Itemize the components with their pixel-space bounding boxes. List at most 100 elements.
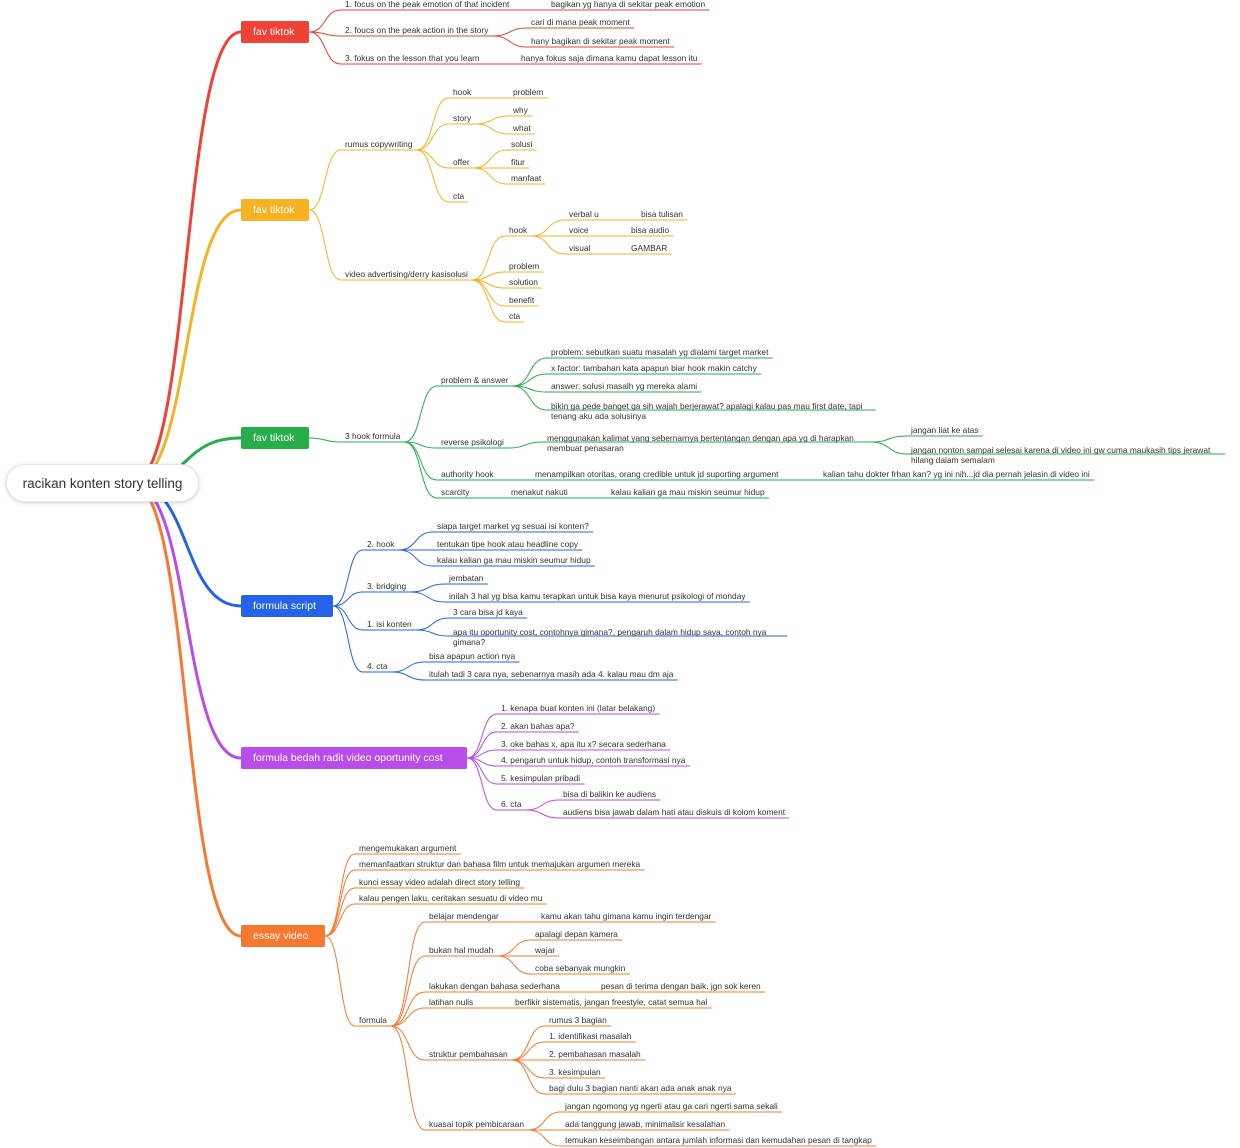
topic-node[interactable]: solution — [509, 277, 538, 287]
topic-node[interactable]: problem: sebutkan suatu masalah yg diala… — [551, 347, 769, 357]
topic-node[interactable]: mengemukakan argument — [359, 843, 457, 853]
topic-node[interactable]: offer — [453, 157, 470, 167]
topic-node[interactable]: solusi — [511, 139, 533, 149]
topic-node[interactable]: jangan ngomong yg ngerti atau ga cari ng… — [565, 1101, 778, 1111]
topic-node[interactable]: story — [453, 113, 472, 123]
topic-node[interactable]: 1. focus on the peak emotion of that inc… — [345, 0, 510, 9]
topic-node[interactable]: bagi dulu 3 bagian nanti akan ada anak a… — [549, 1083, 732, 1093]
root-node[interactable]: racikan konten story telling — [6, 464, 199, 502]
topic-node[interactable]: bisa tulisan — [641, 209, 683, 219]
topic-node[interactable]: inilah 3 hal yg bisa kamu terapkan untuk… — [449, 591, 746, 601]
topic-node[interactable]: bikin ga pede banget ga sih wajah berjer… — [551, 401, 863, 421]
topic-node[interactable]: kalau kalian ga mau miskin seumur hidup — [611, 487, 765, 497]
topic-node[interactable]: x factor: tambahan kata apapun biar hook… — [551, 363, 757, 373]
topic-node[interactable]: pesan di terima dengan baik, jgn sok ker… — [601, 981, 761, 991]
topic-node[interactable]: kalau pengen laku, ceritakan sesuatu di … — [359, 893, 543, 903]
topic-node[interactable]: memanfaatkan struktur dan bahasa film un… — [359, 859, 641, 869]
topic-node[interactable]: bisa apapun action nya — [429, 651, 516, 661]
topic-node[interactable]: jangan liat ke atas — [911, 425, 979, 435]
topic-node[interactable]: 2. foucs on the peak action in the story — [345, 25, 489, 35]
branch-node[interactable]: fav tiktok — [241, 427, 309, 449]
topic-node[interactable]: 3 cara bisa jd kaya — [453, 607, 523, 617]
topic-node[interactable]: what — [513, 123, 531, 133]
topic-node[interactable]: authority hook — [441, 469, 494, 479]
topic-node[interactable]: menggunakan kalimat yang sebernarnya ber… — [547, 433, 854, 453]
topic-node[interactable]: itulah tadi 3 cara nya, sebenarnya masih… — [429, 669, 674, 679]
topic-node[interactable]: cta — [509, 311, 521, 321]
topic-node[interactable]: kalau kalian ga mau miskin seumur hidup — [437, 555, 591, 565]
topic-node[interactable]: kamu akan tahu gimana kamu ingin terdeng… — [541, 911, 712, 921]
topic-node[interactable]: cta — [453, 191, 465, 201]
topic-node[interactable]: 3. kesimpulan — [549, 1067, 601, 1077]
topic-node[interactable]: latihan nulis — [429, 997, 474, 1007]
topic-node[interactable]: why — [513, 105, 528, 115]
topic-node[interactable]: lakukan dengan bahasa sederhana — [429, 981, 560, 991]
topic-node[interactable]: 4. cta — [367, 661, 388, 671]
topic-node[interactable]: problem — [513, 87, 544, 97]
branch-node[interactable]: formula script — [241, 595, 333, 617]
topic-node[interactable]: bagikan yg hanya di sekitar peak emotion — [551, 0, 706, 9]
topic-node[interactable]: 1. isi konten — [367, 619, 412, 629]
topic-node[interactable]: ada tanggung jawab, minimalisir kesalaha… — [565, 1119, 726, 1129]
topic-node[interactable]: apa itu oportunity cost, contohnya giman… — [453, 627, 767, 647]
branch-node[interactable]: fav tiktok — [241, 199, 309, 221]
topic-node[interactable]: 2. akan bahas apa? — [501, 721, 575, 731]
topic-node[interactable]: kalian tahu dokter frhan kan? yg ini nih… — [823, 469, 1090, 479]
topic-node[interactable]: 3. oke bahas x, apa itu x? secara sederh… — [501, 739, 666, 749]
topic-node[interactable]: hook — [453, 87, 472, 97]
topic-node[interactable]: verbal u — [569, 209, 599, 219]
topic-node[interactable]: 3. fokus on the lesson that you learn — [345, 53, 480, 63]
topic-node[interactable]: benefit — [509, 295, 535, 305]
topic-node[interactable]: fitur — [511, 157, 525, 167]
topic-node[interactable]: formula — [359, 1015, 387, 1025]
topic-node[interactable]: kunci essay video adalah direct story te… — [359, 877, 521, 887]
topic-node[interactable]: problem — [509, 261, 540, 271]
topic-node[interactable]: hany bagikan di sekitar peak moment — [531, 36, 670, 46]
topic-node[interactable]: coba sebanyak mungkin — [535, 963, 626, 973]
topic-node[interactable]: wajar — [535, 945, 556, 955]
topic-node[interactable]: audiens bisa jawab dalam hati atau disku… — [563, 807, 786, 817]
topic-node[interactable]: GAMBAR — [631, 243, 668, 253]
topic-node[interactable]: cari di mana peak moment — [531, 17, 630, 27]
topic-node[interactable]: bisa di balikin ke audiens — [563, 789, 657, 799]
topic-node[interactable]: kuasai topik pembicaraan — [429, 1119, 524, 1129]
topic-node[interactable]: hook — [509, 225, 528, 235]
branch-node[interactable]: essay video — [241, 925, 325, 947]
topic-node[interactable]: temukan keseimbangan antara jumlah infor… — [565, 1135, 872, 1145]
topic-node[interactable]: menakut nakuti — [511, 487, 568, 497]
branch-node[interactable]: formula bedah radit video oportunity cos… — [241, 747, 467, 769]
topic-node[interactable]: berfikir sistematis, jangan freestyle, c… — [515, 997, 708, 1007]
topic-node[interactable]: manfaat — [511, 173, 542, 183]
topic-node[interactable]: answer: solusi masalh yg mereka alami — [551, 381, 698, 391]
branch-node[interactable]: fav tiktok — [241, 21, 309, 43]
topic-node[interactable]: video advertising/derry kasisolusi — [345, 269, 468, 279]
topic-node[interactable]: apalagi depan kamera — [535, 929, 618, 939]
topic-node[interactable]: 2. hook — [367, 539, 395, 549]
topic-node[interactable]: menampilkan otoritas, orang credible unt… — [535, 469, 779, 479]
topic-node[interactable]: struktur pembahasan — [429, 1049, 508, 1059]
topic-node[interactable]: bisa audio — [631, 225, 670, 235]
topic-node[interactable]: reverse psikologi — [441, 437, 504, 447]
topic-node[interactable]: rumus 3 bagian — [549, 1015, 607, 1025]
topic-node[interactable]: rumus copywriting — [345, 139, 413, 149]
topic-node[interactable]: belajar mendengar — [429, 911, 499, 921]
topic-node[interactable]: jembatan — [449, 573, 484, 583]
topic-node[interactable]: 1. kenapa buat konten ini (latar belakan… — [501, 703, 656, 713]
topic-node[interactable]: 6. cta — [501, 799, 522, 809]
topic-node[interactable]: voice — [569, 225, 589, 235]
topic-node[interactable]: 5. kesimpulan pribadi — [501, 773, 581, 783]
topic-node[interactable]: jangan nonton sampai selesai karena di v… — [911, 445, 1211, 465]
topic-node[interactable]: 2. pembahasan masalah — [549, 1049, 641, 1059]
topic-node[interactable]: hanya fokus saja dimana kamu dapat lesso… — [521, 53, 698, 63]
topic-node[interactable]: problem & answer — [441, 375, 509, 385]
topic-node[interactable]: scarcity — [441, 487, 470, 497]
topic-node[interactable]: visual — [569, 243, 591, 253]
topic-node[interactable]: bukan hal mudah — [429, 945, 494, 955]
topic-node[interactable]: 3 hook formula — [345, 431, 401, 441]
topic-node[interactable]: 3. bridging — [367, 581, 407, 591]
topic-node[interactable]: 4. pengaruh untuk hidup, contoh transfor… — [501, 755, 686, 765]
topic-node[interactable]: siapa target market yg sesuai isi konten… — [437, 521, 589, 531]
topic-node[interactable]: 1. identifikasi masalah — [549, 1031, 632, 1041]
topic-node[interactable]: tentukan tipe hook atau headline copy — [437, 539, 579, 549]
